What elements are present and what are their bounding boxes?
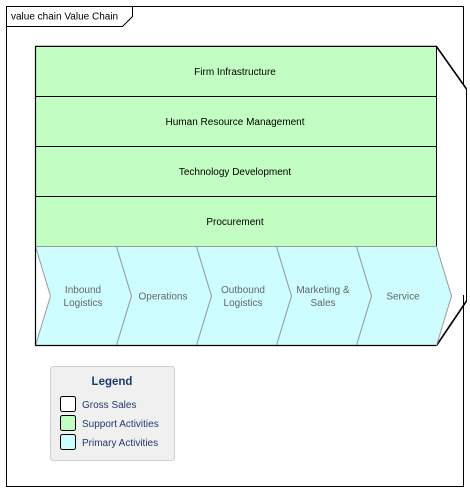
primary-activity-label-line: Inbound — [65, 285, 101, 296]
support-activity-label: Procurement — [206, 217, 263, 228]
support-activity-human-resource-management[interactable]: Human Resource Management — [35, 96, 437, 147]
support-activity-label: Firm Infrastructure — [194, 67, 276, 78]
support-activity-firm-infrastructure[interactable]: Firm Infrastructure — [35, 46, 437, 97]
primary-activity-label-line: Logistics — [224, 298, 263, 309]
margin-edge-bottom — [435, 300, 468, 346]
frame-title-tab — [6, 6, 133, 27]
frame-title: value chain Value Chain — [11, 12, 118, 23]
support-activity-box — [35, 146, 437, 197]
legend-panel — [50, 366, 175, 461]
legend-title: Legend — [92, 376, 133, 388]
primary-activity-label-line: Sales — [310, 298, 335, 309]
legend-item-label: Primary Activities — [82, 438, 158, 449]
support-activity-box — [35, 196, 437, 247]
support-activity-procurement[interactable]: Procurement — [35, 196, 437, 247]
support-activities: Firm Infrastructure Human Resource Manag… — [35, 46, 437, 247]
support-activity-label: Human Resource Management — [166, 117, 305, 128]
legend-swatch-support-activities — [60, 415, 76, 431]
primary-activity-label-line: Operations — [139, 292, 188, 303]
legend-item-gross-sales: Gross Sales — [60, 396, 136, 412]
support-activity-technology-development[interactable]: Technology Development — [35, 146, 437, 197]
support-activity-box — [35, 96, 437, 147]
primary-activity-label-line: Service — [386, 292, 420, 303]
legend-swatch-primary-activities — [60, 434, 76, 450]
legend-item-primary-activities: Primary Activities — [60, 434, 158, 450]
legend[interactable]: Legend Gross Sales Support Activities Pr… — [50, 366, 175, 461]
legend-item-label: Gross Sales — [82, 400, 136, 411]
primary-activity-label-line: Outbound — [221, 285, 265, 296]
legend-item-support-activities: Support Activities — [60, 415, 159, 431]
primary-activity-label-line: Marketing & — [296, 285, 350, 296]
support-activity-box — [35, 46, 437, 97]
primary-activity-label-line: Logistics — [64, 298, 103, 309]
primary-activities: Inbound Logistics Operations Outbound Lo… — [34, 246, 453, 346]
support-activity-label: Technology Development — [179, 167, 292, 178]
legend-swatch-gross-sales — [60, 396, 76, 412]
legend-item-label: Support Activities — [82, 419, 159, 430]
